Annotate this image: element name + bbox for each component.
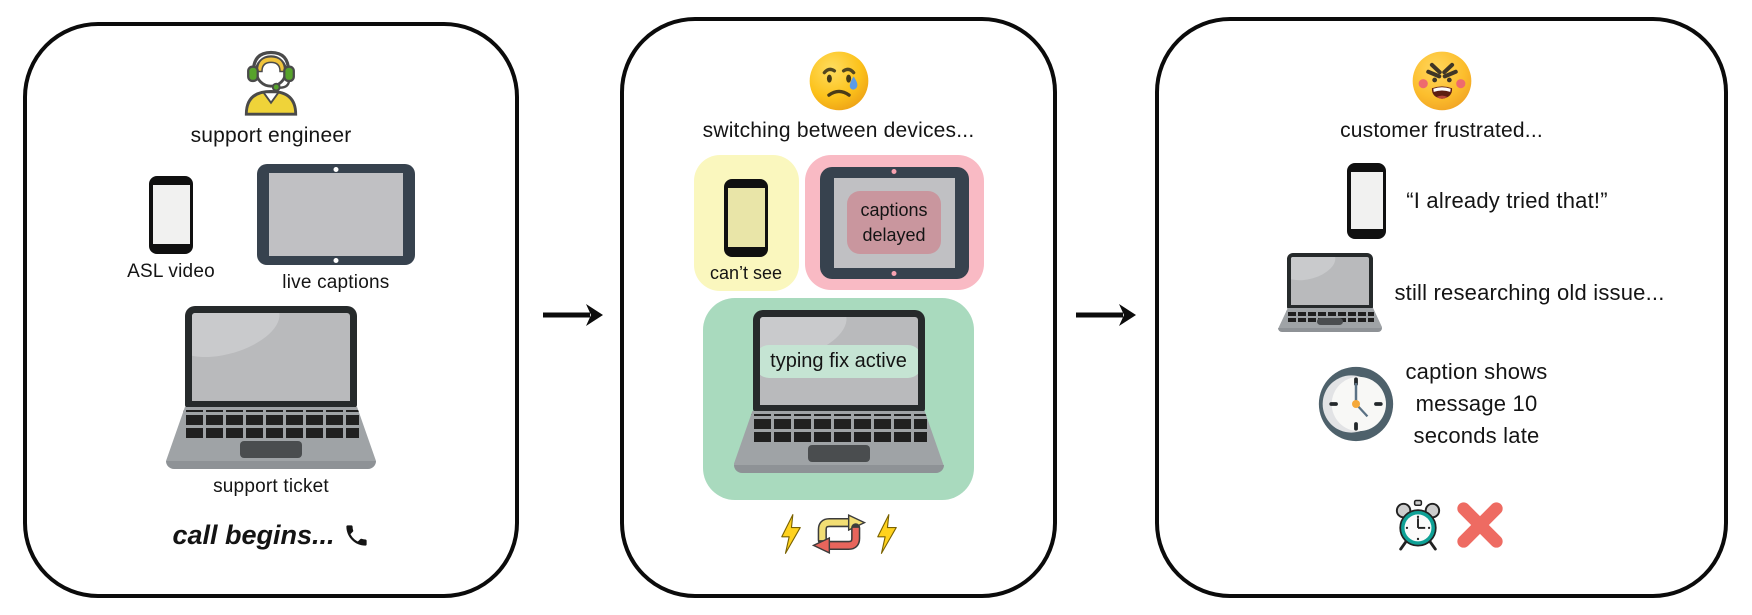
laptop-label: support ticket bbox=[213, 476, 329, 497]
clock-icon bbox=[1319, 366, 1394, 441]
panel3-heading: customer frustrated... bbox=[1340, 119, 1543, 142]
laptop-keyboard bbox=[750, 414, 927, 442]
laptop-keyboard bbox=[1286, 310, 1375, 322]
phone-quote-row: “I already tried that!” bbox=[1347, 163, 1608, 239]
captions-delayed-card: captions delayed bbox=[804, 155, 984, 290]
laptop-icon bbox=[166, 306, 376, 469]
cant-see-label: can’t see bbox=[709, 263, 783, 283]
tablet-label: live captions bbox=[282, 272, 390, 293]
phone-quote-text: “I already tried that!” bbox=[1406, 188, 1608, 213]
alarm-clock-icon bbox=[1395, 499, 1440, 551]
tablet-icon-pink: captions delayed bbox=[819, 166, 969, 279]
typing-fix-card: typing fix active bbox=[703, 298, 974, 500]
asl-video-device: ASL video bbox=[127, 175, 215, 283]
panel1-device-row: ASL video live captions bbox=[127, 164, 415, 294]
lightning-bolt-icon bbox=[876, 514, 897, 554]
red-x-icon bbox=[1456, 502, 1503, 548]
laptop-touchpad bbox=[240, 441, 302, 458]
caption-delay-text: caption shows message 10 seconds late bbox=[1405, 359, 1548, 448]
laptop-small-icon bbox=[1278, 253, 1383, 332]
flow-arrow-1 bbox=[543, 304, 603, 326]
captions-delayed-overlay: captions delayed bbox=[847, 191, 941, 254]
support-engineer-icon bbox=[244, 50, 298, 116]
call-begins-footer: call begins... bbox=[172, 520, 369, 551]
phone-icon bbox=[1347, 163, 1387, 239]
laptop-research-row: still researching old issue... bbox=[1278, 253, 1664, 332]
phone-icon bbox=[149, 175, 193, 254]
laptop-research-text: still researching old issue... bbox=[1394, 279, 1665, 305]
panel-call-begins: support engineer ASL video live captions… bbox=[23, 22, 519, 598]
lightning-bolt-icon bbox=[780, 514, 801, 554]
sad-tear-emoji bbox=[809, 51, 868, 111]
live-captions-device: live captions bbox=[256, 164, 415, 294]
laptop-icon-green-card: typing fix active bbox=[733, 310, 944, 473]
laptop-touchpad bbox=[1317, 318, 1344, 325]
clock-delay-row: caption shows message 10 seconds late bbox=[1315, 356, 1547, 452]
repeat-loop-icon bbox=[811, 513, 866, 555]
support-ticket-device: support ticket bbox=[166, 306, 376, 498]
panel2-icon-row bbox=[779, 511, 899, 557]
panel-customer-frustrated: customer frustrated... “I already tried … bbox=[1155, 17, 1728, 598]
tablet-icon bbox=[256, 164, 415, 265]
panel1-title: support engineer bbox=[190, 124, 352, 147]
angry-emoji bbox=[1412, 51, 1471, 111]
call-begins-text: call begins... bbox=[172, 520, 335, 550]
laptop-keyboard bbox=[183, 410, 359, 438]
panel2-cards-row: can’t see captions delayed bbox=[693, 155, 984, 291]
panel-switching-devices: switching between devices... can’t see c… bbox=[620, 17, 1057, 598]
phone-handset-icon bbox=[345, 525, 367, 546]
cant-see-card: can’t see bbox=[693, 155, 799, 291]
panel2-heading: switching between devices... bbox=[702, 119, 975, 142]
phone-label: ASL video bbox=[127, 260, 215, 282]
typing-fix-overlay: typing fix active bbox=[759, 344, 918, 378]
laptop-touchpad bbox=[807, 445, 870, 462]
alarm-x-row bbox=[1393, 498, 1507, 552]
phone-icon-yellow bbox=[724, 179, 768, 257]
flow-arrow-2 bbox=[1076, 304, 1136, 326]
